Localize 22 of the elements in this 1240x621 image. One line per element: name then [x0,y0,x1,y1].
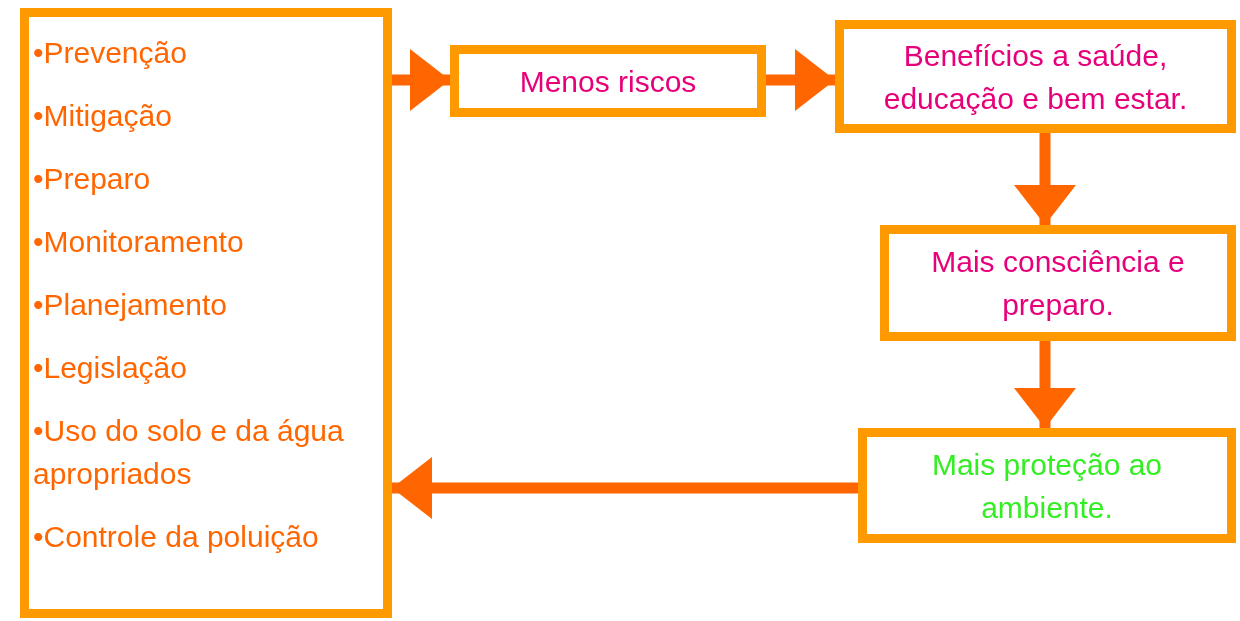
process-box [880,225,1236,341]
list-item: •Planejamento [33,287,227,323]
list-item: •Mitigação [33,98,172,134]
list-box [20,8,392,618]
arrow [766,49,835,111]
box-label: Benefícios a saúde, educação e bem estar. [882,37,1189,117]
box-label: Menos riscos [519,63,697,100]
list-item: •Monitoramento [33,224,244,260]
list-item: •Uso do solo e da água apropriados [33,413,345,492]
list-item: •Legislação [33,350,187,386]
process-box [858,428,1236,543]
arrow [392,457,858,519]
process-box [835,20,1236,133]
process-box [450,45,766,117]
box-label: Mais consciência e preparo. [930,244,1186,323]
arrow [392,49,450,111]
arrow [1014,341,1076,428]
list-item: •Preparo [33,161,151,197]
list-item: •Controle da poluição [33,519,319,555]
list-item: •Prevenção [33,35,187,71]
box-label: Mais proteção ao ambiente. [930,446,1164,526]
arrow [1014,133,1076,225]
